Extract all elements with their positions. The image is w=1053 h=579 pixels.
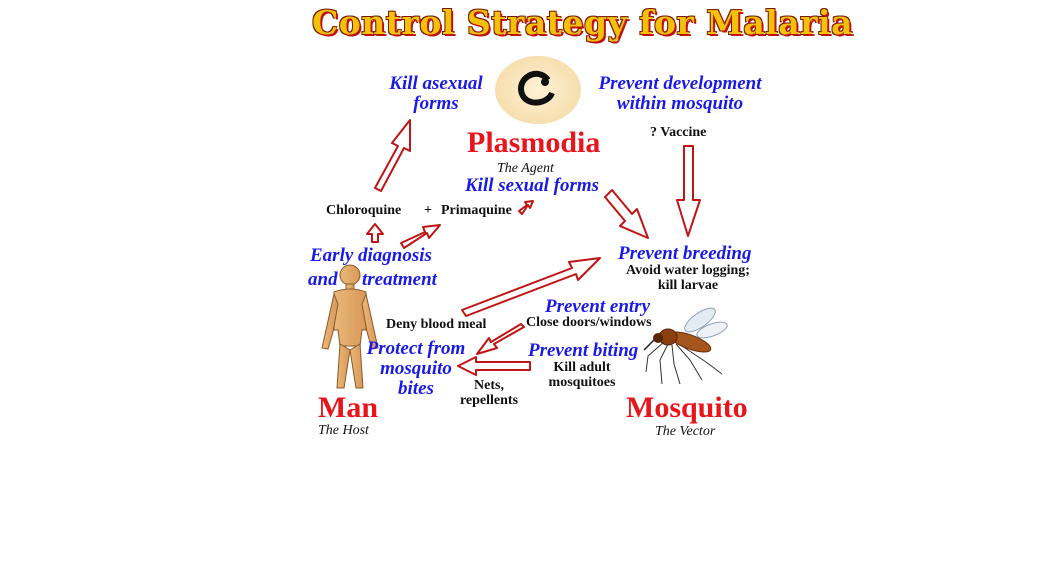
label-avoid-line1: Avoid water logging; <box>626 263 750 278</box>
agent-name: Plasmodia <box>467 126 601 159</box>
mosquito-icon <box>643 307 728 385</box>
label-prevent-biting: Prevent biting <box>528 340 639 361</box>
label-nets-line1: Nets, <box>474 378 504 393</box>
label-early-treatment: treatment <box>362 269 437 290</box>
arrow-to-kill-asexual <box>374 119 411 192</box>
label-avoid-water: Avoid water logging; kill larvae <box>612 263 764 293</box>
host-name: Man <box>318 391 378 424</box>
label-kill-sexual: Kill sexual forms <box>465 175 600 196</box>
arrow-entry-to-protect <box>476 323 525 355</box>
label-plus: + <box>424 203 432 218</box>
vector-name: Mosquito <box>626 391 748 424</box>
label-close-doors: Close doors/windows <box>526 315 652 330</box>
label-protect-line2: mosquito <box>380 357 452 379</box>
label-protect-line1: Protect from <box>366 338 466 359</box>
arrow-vaccine-down <box>676 145 701 237</box>
plasmodium-cell-icon <box>495 56 581 124</box>
arrow-primaquine-small <box>518 200 534 215</box>
label-prevent-entry: Prevent entry <box>545 296 651 317</box>
human-figure-icon <box>321 264 379 389</box>
label-protect: Protect from mosquito bites <box>358 339 474 399</box>
label-prevent-development-line1: Prevent development <box>598 73 762 94</box>
arrow-sexual-to-breeding <box>604 189 649 239</box>
label-kill-adult-line1: Kill adult <box>553 360 611 375</box>
label-early-diagnosis: Early diagnosis <box>310 245 432 266</box>
label-prevent-development: Prevent development within mosquito <box>588 74 772 114</box>
label-deny-blood: Deny blood meal <box>386 317 487 332</box>
label-early-and: and <box>308 269 338 290</box>
label-kill-asexual: Kill asexual forms <box>384 74 488 114</box>
label-nets-line2: repellents <box>459 392 519 408</box>
label-kill-asexual-line2: forms <box>413 92 459 114</box>
label-vaccine: ? Vaccine <box>650 125 707 140</box>
label-primaquine: Primaquine <box>441 203 512 218</box>
label-prevent-breeding: Prevent breeding <box>618 243 752 264</box>
label-avoid-line2: kill larvae <box>657 277 719 293</box>
agent-role: The Agent <box>497 161 554 176</box>
label-protect-line3: bites <box>398 377 434 399</box>
label-nets: Nets, repellents <box>448 378 530 408</box>
arrow-early-up <box>366 223 384 243</box>
host-role: The Host <box>318 423 369 438</box>
arrow-early-to-primaquine <box>400 224 441 249</box>
label-prevent-development-line2: within mosquito <box>616 92 744 114</box>
arrow-biting-to-protect <box>457 356 531 376</box>
arrow-man-to-breeding <box>461 257 601 317</box>
label-chloroquine: Chloroquine <box>326 203 402 218</box>
label-kill-asexual-line1: Kill asexual <box>389 73 483 94</box>
diagram-title: Control Strategy for Malaria <box>312 3 853 42</box>
vector-role: The Vector <box>655 424 716 439</box>
label-kill-adult: Kill adult mosquitoes <box>540 360 624 390</box>
label-kill-adult-line2: mosquitoes <box>548 374 616 390</box>
